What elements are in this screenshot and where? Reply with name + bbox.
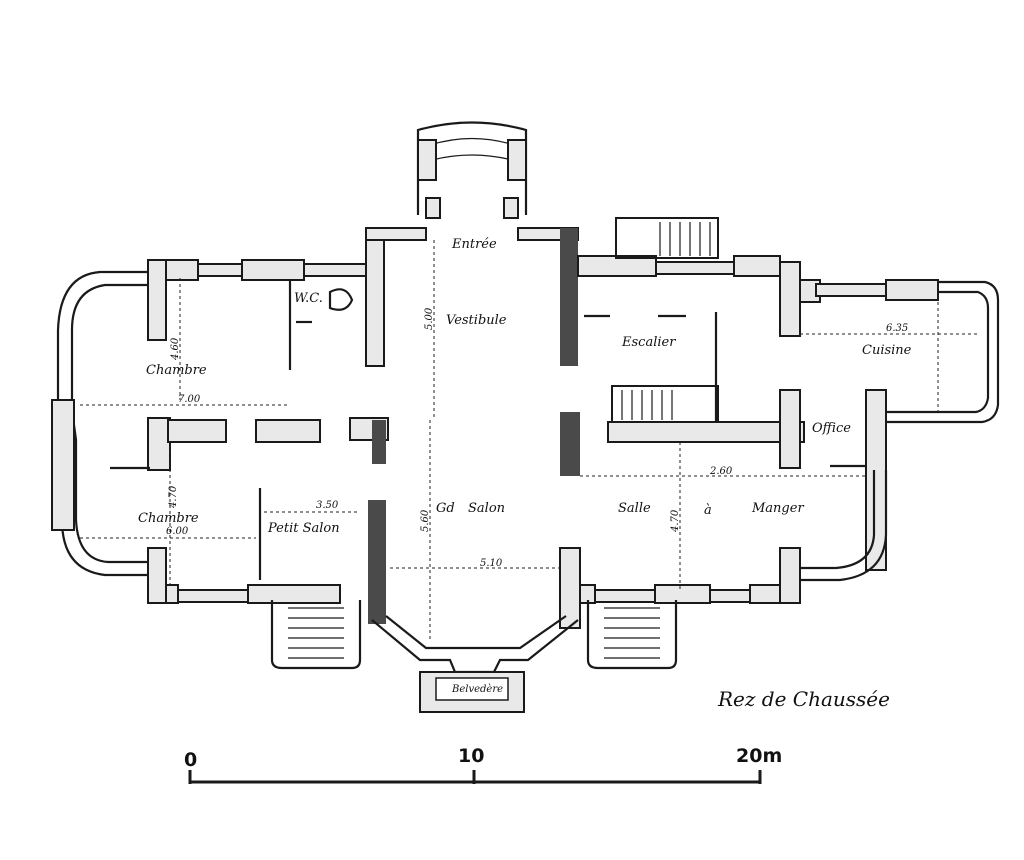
room-label-chambre-top: Chambre	[146, 363, 207, 378]
scale-tick-10: 10	[458, 745, 484, 767]
dim-label-470b: 4.70	[670, 509, 681, 533]
dimension-labels: 4.60 7.00 4.70 6.00 3.50 5.00 5.60 5.10 …	[166, 307, 908, 569]
dim-label-560: 5.60	[420, 509, 431, 532]
room-label-grand-salon: Salon	[468, 501, 505, 516]
room-label-chambre-bottom: Chambre	[138, 511, 199, 526]
dim-label-470: 4.70	[168, 485, 179, 509]
dim-label-700: 7.00	[178, 394, 201, 405]
room-labels: Entrée Vestibule W.C. Escalier Cuisine C…	[138, 237, 912, 695]
scale-tick-20: 20m	[736, 745, 782, 767]
room-label-escalier: Escalier	[621, 335, 676, 350]
dim-label-600: 6.00	[166, 526, 189, 537]
room-label-belvedere: Belvedère	[451, 684, 503, 695]
dim-label-510: 5.10	[480, 558, 503, 569]
room-label-cuisine: Cuisine	[862, 343, 912, 358]
dim-label-350: 3.50	[316, 500, 339, 511]
room-label-a: à	[704, 503, 712, 518]
dim-label-460: 4.60	[170, 337, 181, 361]
plan-title: Rez de Chaussée	[717, 687, 890, 711]
room-label-grand-salon-prefix: Gd	[436, 501, 455, 516]
scale-bar: 0 10 20m	[184, 745, 782, 784]
room-label-entree: Entrée	[451, 237, 497, 252]
outer-walls	[51, 121, 1000, 713]
dim-label-635: 6.35	[886, 323, 908, 334]
interior-walls	[110, 217, 866, 580]
room-label-petit-salon: Petit Salon	[267, 521, 340, 536]
dimension-lines	[80, 240, 980, 640]
dim-label-260: 2.60	[709, 466, 733, 477]
room-label-wc: W.C.	[294, 291, 323, 306]
room-label-salle: Salle	[618, 501, 651, 516]
dim-label-500a: 5.00	[424, 307, 435, 330]
room-label-manger: Manger	[751, 501, 804, 516]
room-label-office: Office	[812, 421, 851, 436]
room-label-vestibule: Vestibule	[446, 313, 507, 328]
scale-tick-0: 0	[184, 749, 197, 771]
